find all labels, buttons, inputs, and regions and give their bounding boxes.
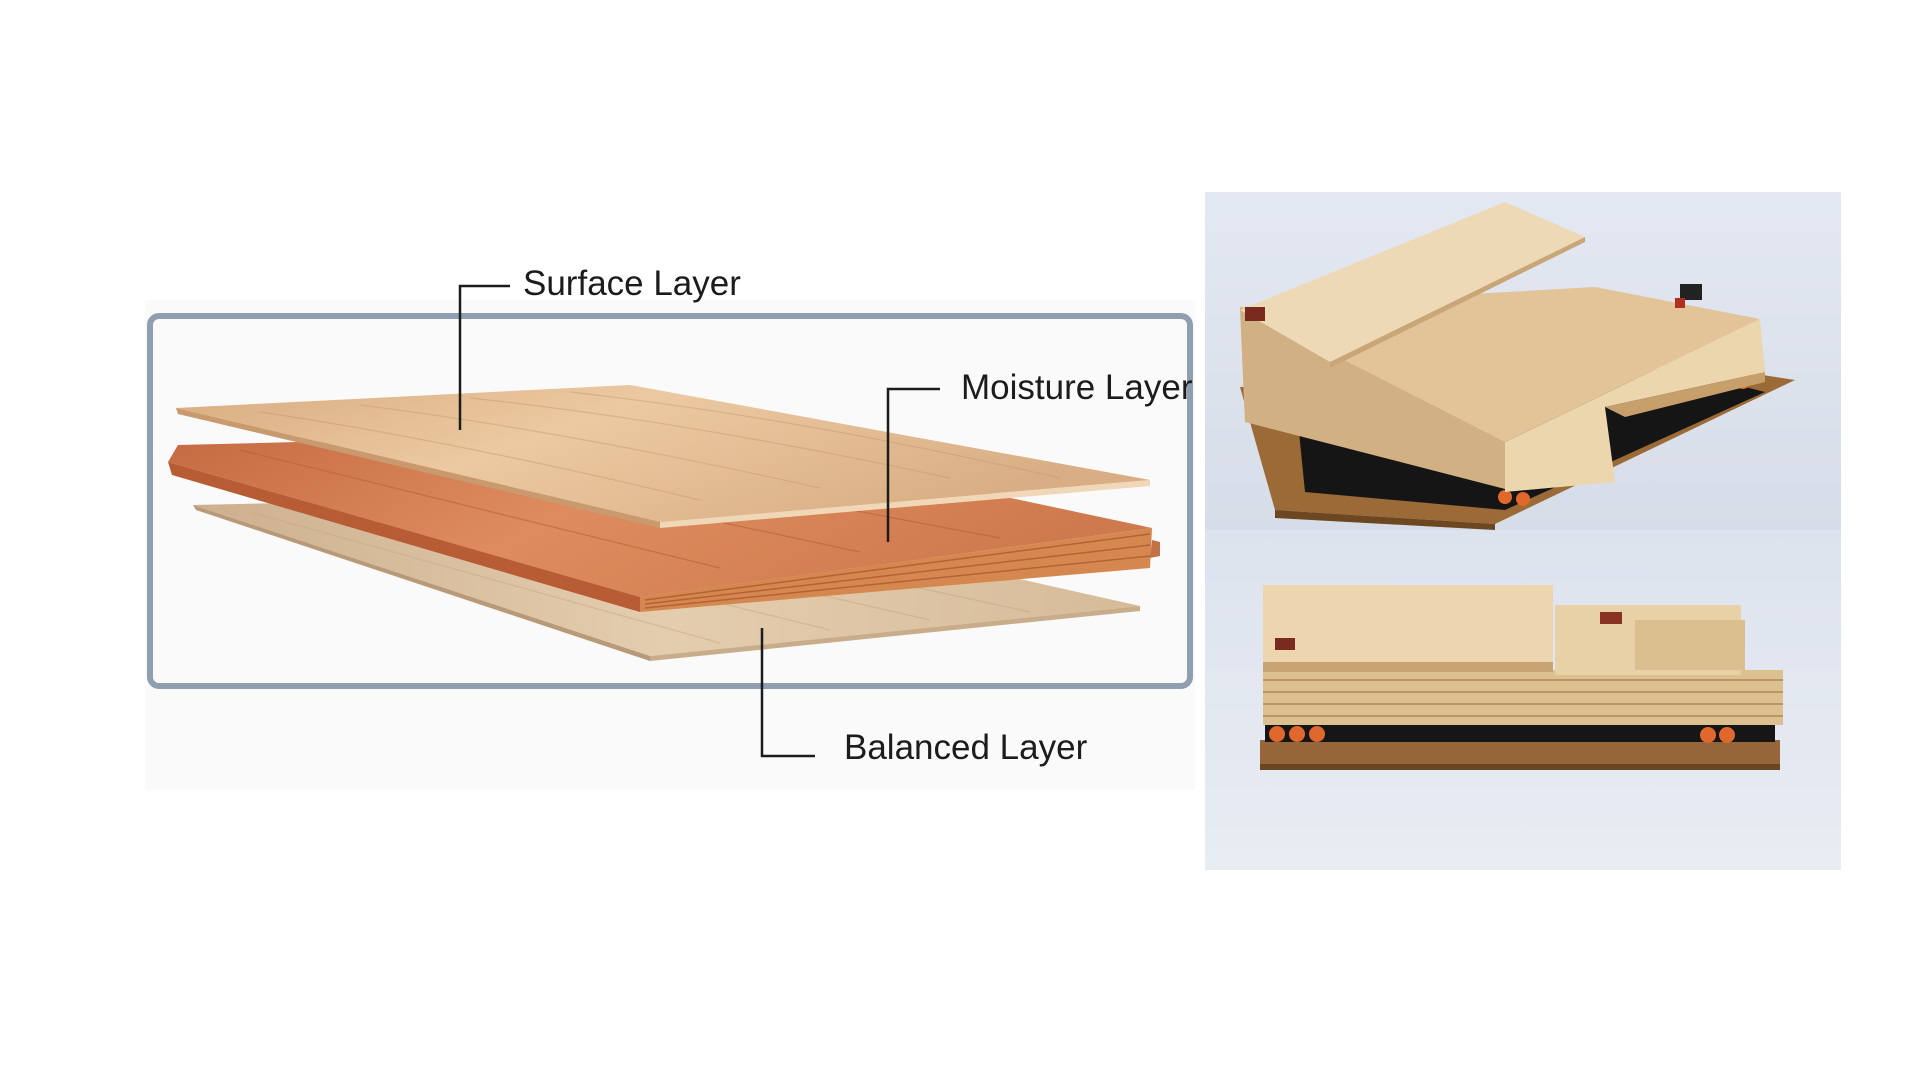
surface-leader-line (458, 284, 510, 430)
moisture-leader-line (886, 387, 940, 542)
moisture-layer-label: Moisture Layer (961, 368, 1193, 407)
balanced-layer-label: Balanced Layer (844, 728, 1088, 767)
floor-sample-photo-angled (1205, 192, 1841, 530)
surface-layer-label: Surface Layer (523, 264, 741, 303)
floor-sample-photo-side (1205, 530, 1841, 870)
balanced-leader-line (760, 628, 815, 758)
diagram-frame (147, 313, 1193, 689)
surface-layer-board (176, 385, 1150, 528)
